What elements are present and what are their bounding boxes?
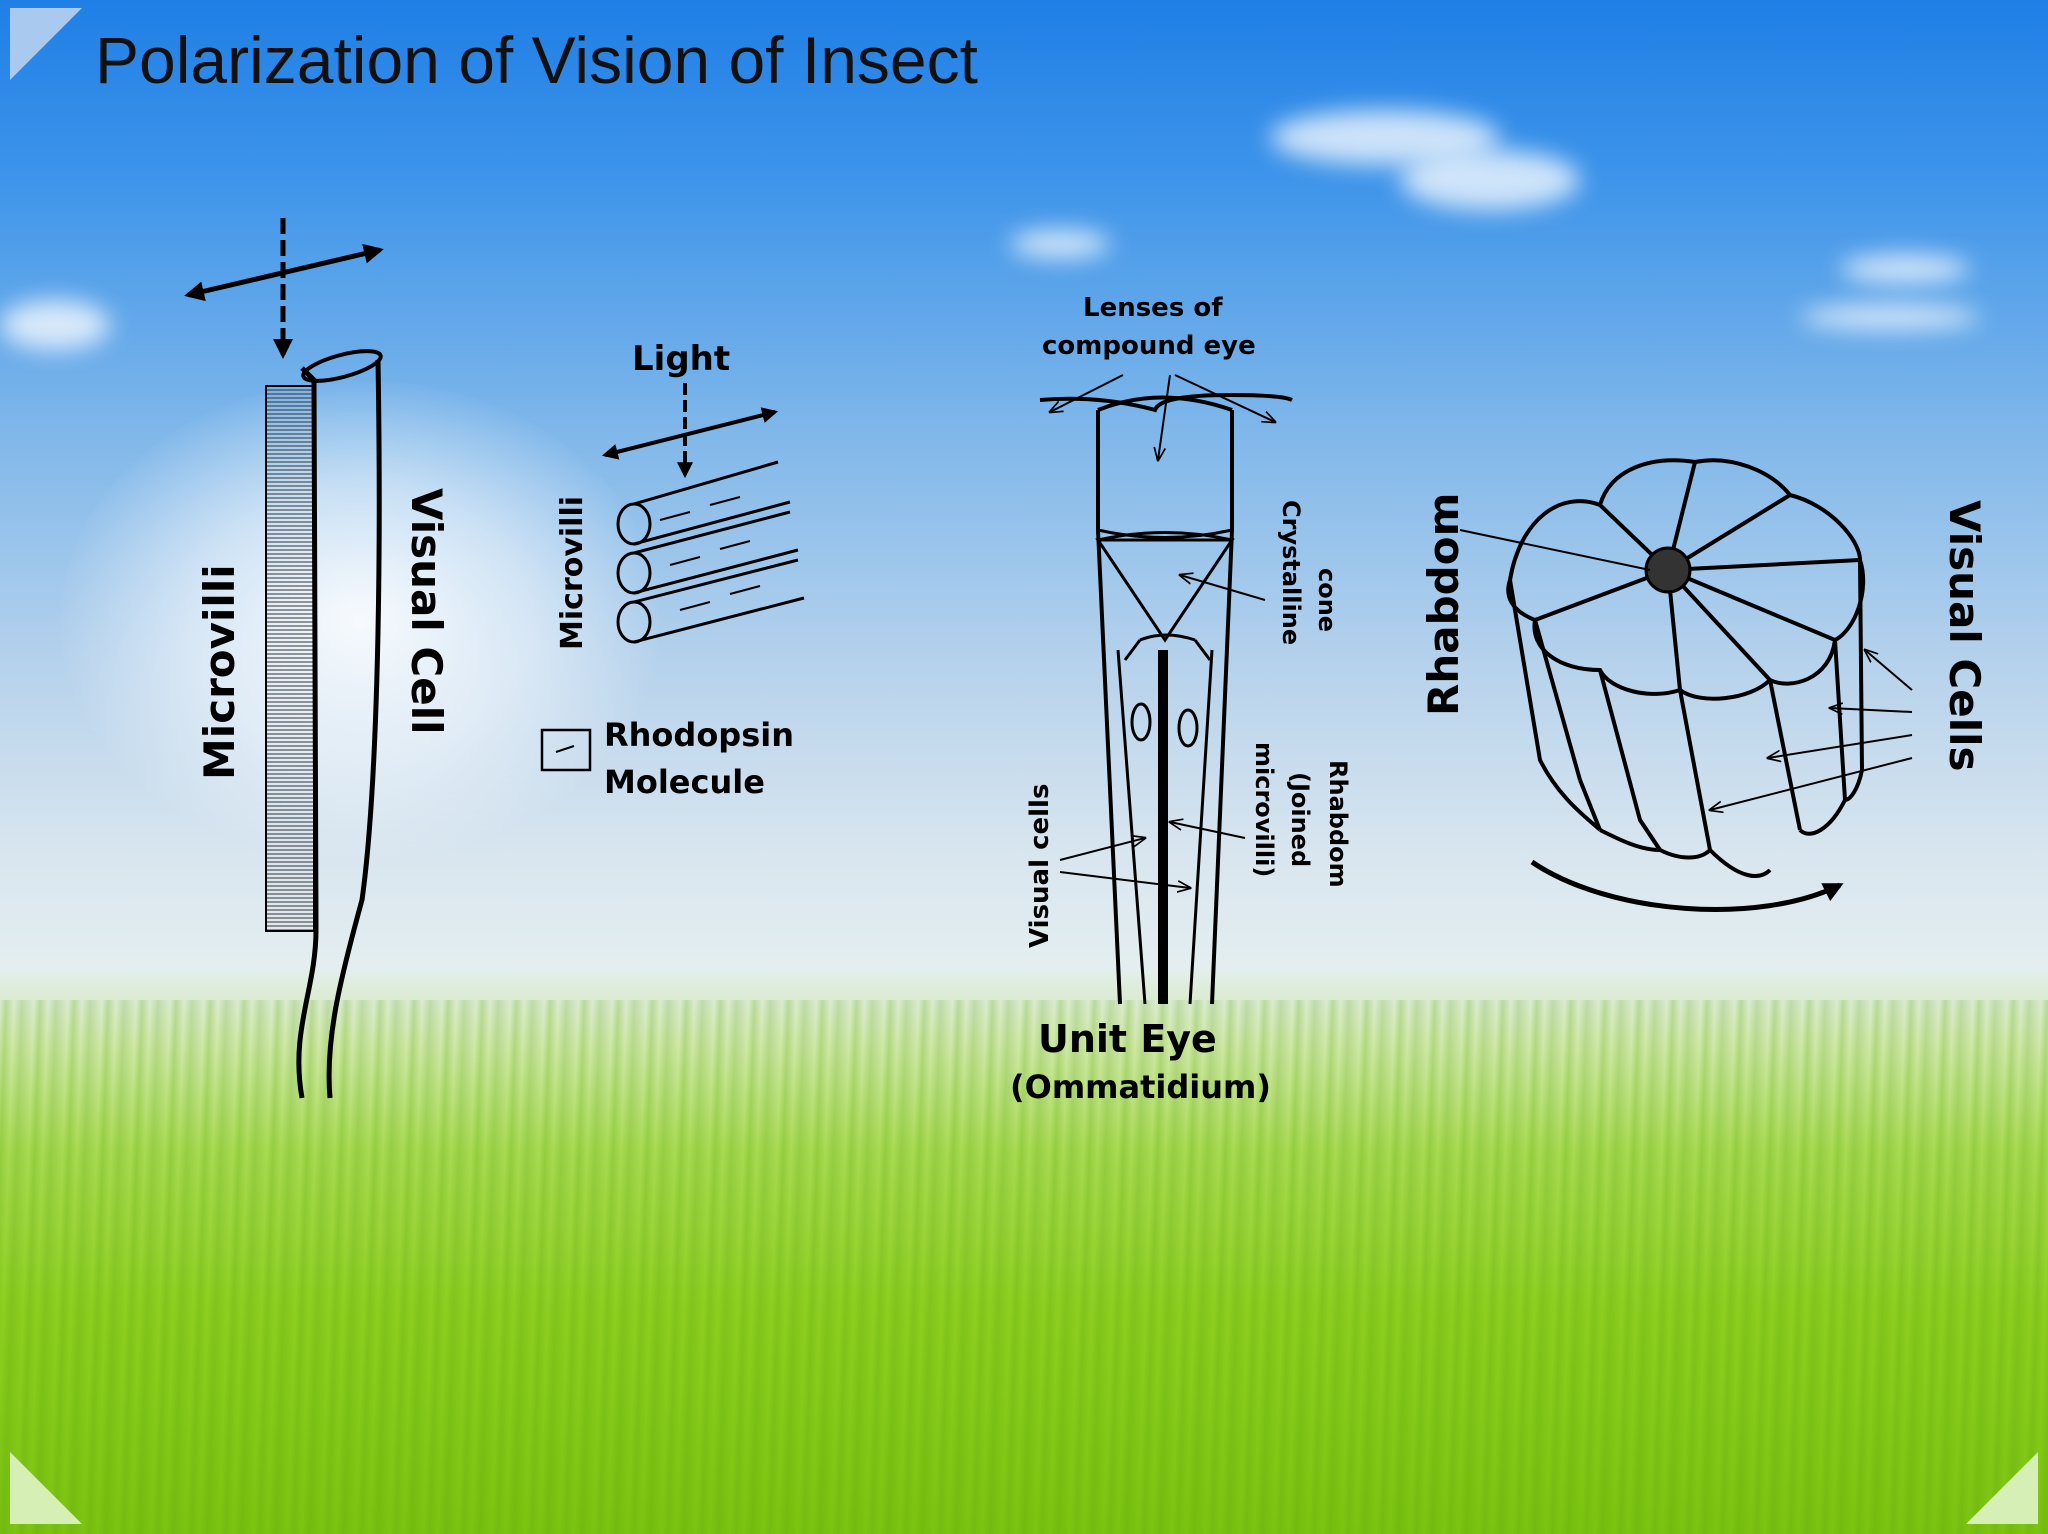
pointer-line xyxy=(1059,838,1145,861)
microvilli-detail-figure: Light Microvilli Rhodopsin Molecule xyxy=(540,339,805,801)
rhodopsin-label: Rhodopsin xyxy=(604,716,794,754)
rhabdom-label: Rhabdom xyxy=(1419,493,1468,716)
visual-cell-label: Visual Cell xyxy=(402,488,451,735)
pointer-line xyxy=(1050,374,1124,412)
page-title: Polarization of Vision of Insect xyxy=(95,23,978,97)
cloud xyxy=(1840,255,1970,283)
pointer-line xyxy=(1158,374,1171,460)
nucleus xyxy=(1130,702,1152,742)
visual-cell-pointers xyxy=(1710,650,1913,810)
polarization-arrow xyxy=(601,407,779,460)
polarization-arrow xyxy=(184,243,384,302)
corner-triangle-icon xyxy=(10,1452,82,1524)
microvilli-label: Microvilli xyxy=(555,496,590,650)
grass-background xyxy=(0,1000,2048,1534)
rotation-arrow xyxy=(1530,859,1844,912)
light-label: Light xyxy=(632,339,730,379)
rhodopsin-symbol-icon xyxy=(540,728,592,772)
corner-triangle-icon xyxy=(1966,1452,2038,1524)
microvilli-strip xyxy=(265,385,315,932)
lens-base xyxy=(1097,528,1233,542)
rhabdom-center xyxy=(1644,546,1692,594)
dandelion-haze xyxy=(60,380,660,860)
visual-cell-figure: Microvilli Visual Cell xyxy=(184,218,451,1099)
rhabdom-cylinder xyxy=(1506,458,1866,878)
lenses-label-line1: Lenses of xyxy=(1083,293,1223,323)
crystalline-label-line2: cone xyxy=(1313,568,1341,632)
rhabdom-label-line2: (Joined xyxy=(1286,772,1314,867)
pointer-line xyxy=(1059,871,1190,888)
visual-cells-outline xyxy=(1116,633,1214,1005)
crystalline-label-line1: Crystalline xyxy=(1277,500,1305,645)
visual-cell-top xyxy=(301,349,383,383)
lenses-label-line2: compound eye xyxy=(1042,331,1256,361)
rhabdom-label-line1: Rhabdom xyxy=(1324,760,1352,888)
pointer-line xyxy=(1459,529,1651,571)
unit-eye-caption: Unit Eye xyxy=(1038,1017,1217,1061)
visual-cell-body xyxy=(296,359,382,1099)
cloud xyxy=(1010,230,1110,258)
lens-top xyxy=(1097,395,1233,412)
visual-cells-label: Visual Cells xyxy=(1940,500,1989,772)
rhodopsin-symbol-mark xyxy=(555,745,575,753)
ommatidium-caption: (Ommatidium) xyxy=(1010,1068,1271,1106)
corner-triangle-icon xyxy=(10,8,82,80)
molecule-label: Molecule xyxy=(604,763,765,801)
rhabdom-label-line3: microvilli) xyxy=(1250,742,1278,877)
nucleus xyxy=(1177,708,1199,748)
pointer-line xyxy=(1174,374,1275,422)
microvilli-tubes xyxy=(616,460,805,644)
visual-cells-label: Visual cells xyxy=(1025,784,1055,948)
rhabdom-figure: Rhabdom Visual Cells xyxy=(1419,458,1989,912)
microvilli-label: Microvilli xyxy=(195,564,244,780)
cloud xyxy=(0,300,110,350)
cloud xyxy=(1400,150,1580,210)
pointer-line xyxy=(1180,575,1266,601)
crystalline-cone xyxy=(1095,538,1235,643)
cloud xyxy=(1800,305,1980,329)
ommatidium-figure: Lenses of compound eye Crystalline cone … xyxy=(1010,293,1352,1106)
pointer-line xyxy=(1170,822,1246,839)
